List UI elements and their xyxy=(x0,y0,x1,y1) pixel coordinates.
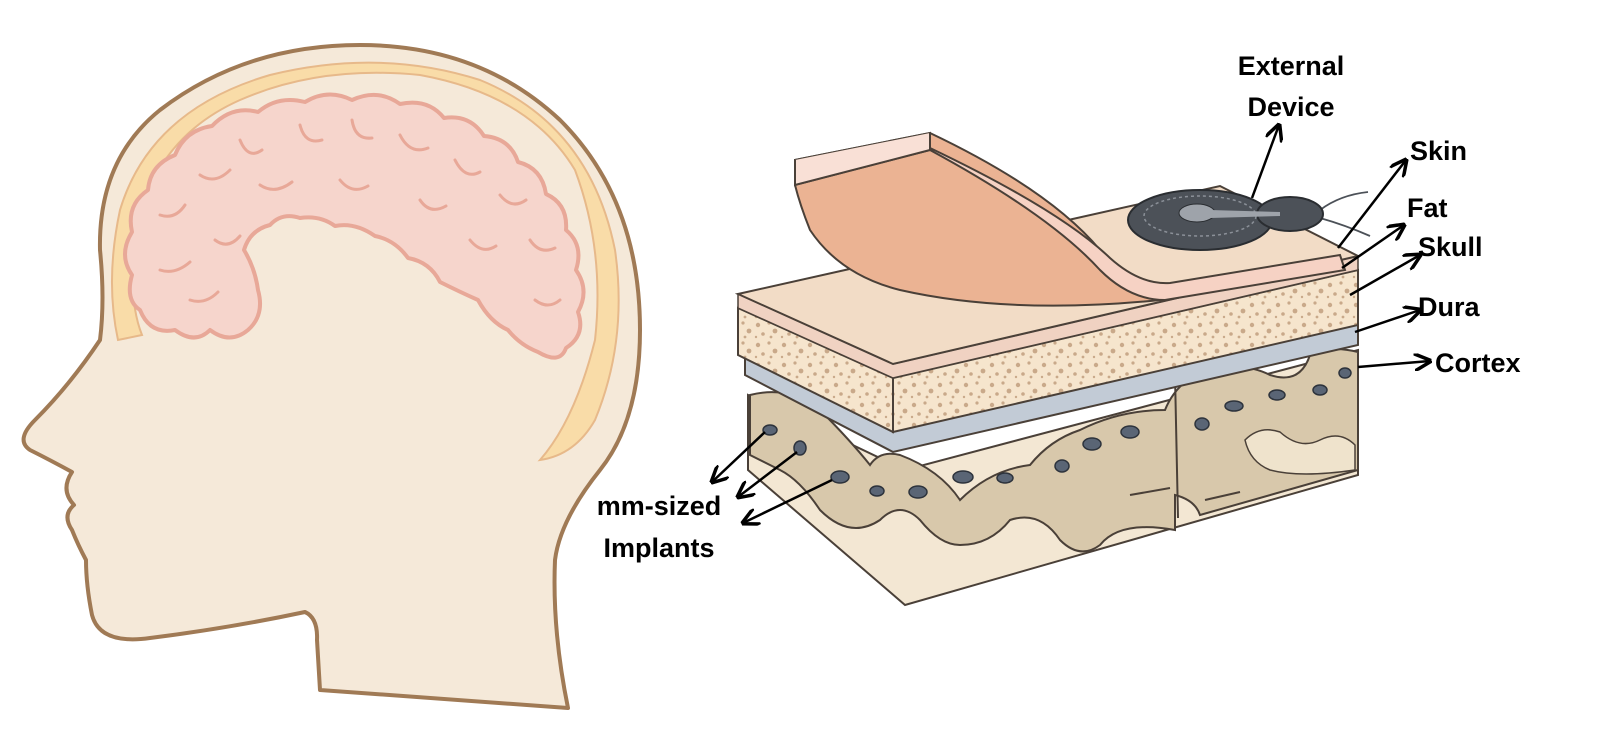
implant xyxy=(952,470,974,484)
external-device-label-line2: Device xyxy=(1247,92,1334,122)
implant xyxy=(1338,367,1352,379)
implant xyxy=(1312,384,1328,396)
implants-label-line1: mm-sized xyxy=(597,491,722,521)
implant xyxy=(1194,417,1210,431)
external-device xyxy=(1127,189,1371,251)
implant xyxy=(1224,400,1244,412)
implants-label-line2: Implants xyxy=(603,533,714,563)
device-wire xyxy=(1319,191,1371,237)
head-illustration xyxy=(21,43,642,710)
brain-sulci xyxy=(158,118,562,307)
cortex-arrow xyxy=(1357,361,1430,367)
implant-arrow-3 xyxy=(743,478,833,523)
skin-flap-underside xyxy=(794,131,1164,307)
skull-label: Skull xyxy=(1418,232,1483,262)
implant xyxy=(830,470,850,484)
implant xyxy=(762,424,778,436)
fat-label: Fat xyxy=(1407,193,1448,223)
implant xyxy=(1120,425,1140,439)
cortex-groove xyxy=(1129,374,1241,519)
head-fat-layer xyxy=(111,61,620,462)
implant xyxy=(1054,459,1070,473)
dura-label: Dura xyxy=(1418,292,1480,322)
cortex-label: Cortex xyxy=(1435,348,1521,378)
implant xyxy=(1268,389,1286,401)
implants xyxy=(762,367,1352,499)
dura-arrow xyxy=(1354,310,1420,334)
brain xyxy=(123,92,586,360)
skin-flap-edge xyxy=(794,133,931,187)
implant-arrow-1 xyxy=(712,431,766,482)
fat-arrow xyxy=(1341,225,1404,270)
external-device-label-line1: External xyxy=(1238,51,1345,81)
labels: External Device Skin Fat Skull Dura Cort… xyxy=(597,51,1521,563)
cortex-fold xyxy=(1244,429,1356,475)
device-button xyxy=(1178,203,1216,223)
implant-arrow-2 xyxy=(738,451,798,497)
skull-arrow xyxy=(1349,255,1420,297)
implant xyxy=(996,472,1014,484)
implant xyxy=(793,440,807,456)
skin-label: Skin xyxy=(1410,136,1467,166)
implant xyxy=(908,485,928,499)
implant xyxy=(1082,437,1102,451)
external-device-arrow xyxy=(1250,125,1279,199)
tissue-block xyxy=(734,131,1371,607)
leader-arrows xyxy=(712,125,1430,523)
device-handle xyxy=(1210,210,1280,218)
skin-arrow xyxy=(1337,160,1406,249)
implant xyxy=(869,485,885,497)
